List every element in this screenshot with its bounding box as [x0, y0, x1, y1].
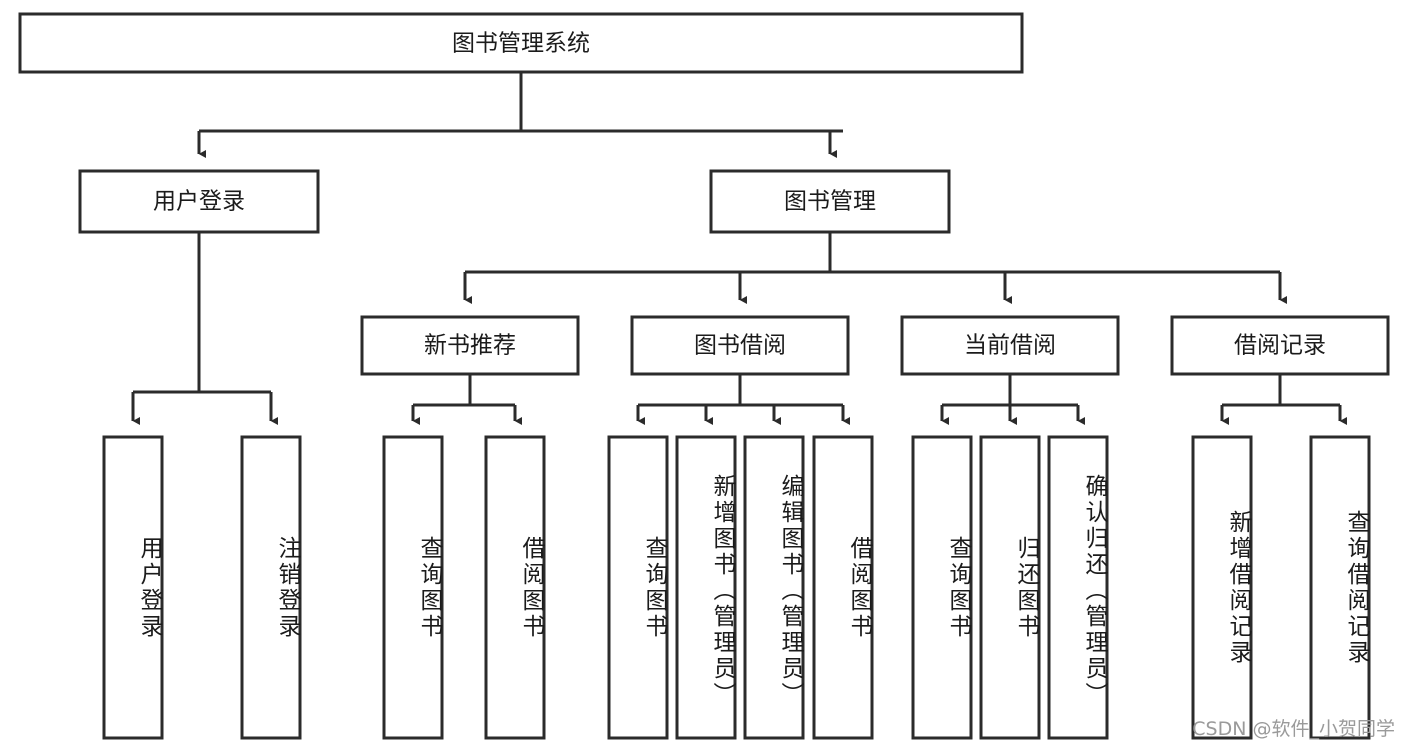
connector-root-to-level2	[197, 72, 843, 158]
node-newbook[interactable]: 新书推荐	[360, 315, 580, 376]
leaf-node-box-13[interactable]	[1309, 435, 1371, 740]
node-borrow[interactable]: 图书借阅	[630, 315, 850, 376]
node-records-label: 借阅记录	[1234, 333, 1326, 359]
node-newbook-box[interactable]	[360, 315, 580, 376]
leaf-node-box-9[interactable]	[911, 435, 973, 740]
leaf-node-box-8[interactable]	[812, 435, 874, 740]
leaf-node-box-1[interactable]	[102, 435, 164, 740]
node-records[interactable]: 借阅记录	[1170, 315, 1390, 376]
connector-bookmgmt-to-level3	[463, 232, 1287, 304]
node-root-label: 图书管理系统	[452, 31, 590, 57]
node-root-box[interactable]	[18, 12, 1024, 74]
node-login-label: 用户登录	[153, 189, 245, 215]
leaf-node-box-11[interactable]	[1047, 435, 1109, 740]
node-borrow-label: 图书借阅	[694, 333, 786, 359]
leaf-node-box-2[interactable]	[240, 435, 302, 740]
leaf-nodes-row	[102, 435, 1371, 740]
node-bookmgmt[interactable]: 图书管理	[709, 169, 951, 234]
node-login[interactable]: 用户登录	[78, 169, 320, 234]
leaf-node-box-6[interactable]	[675, 435, 737, 740]
connector-current-to-leaves	[940, 374, 1085, 425]
leaf-node-box-10[interactable]	[979, 435, 1041, 740]
node-bookmgmt-label: 图书管理	[784, 189, 876, 215]
node-current-box[interactable]	[900, 315, 1120, 376]
leaf-node-box-12[interactable]	[1191, 435, 1253, 740]
node-login-box[interactable]	[78, 169, 320, 234]
leaf-node-box-3[interactable]	[382, 435, 444, 740]
leaf-node-box-7[interactable]	[743, 435, 805, 740]
node-current-label: 当前借阅	[964, 333, 1056, 359]
connector-newbook-to-leaves	[411, 374, 522, 425]
connector-login-to-leaves	[131, 232, 278, 425]
node-newbook-label: 新书推荐	[424, 333, 516, 359]
connector-records-to-leaves	[1220, 374, 1347, 425]
connector-borrow-to-leaves	[636, 374, 850, 425]
leaf-node-box-4[interactable]	[484, 435, 546, 740]
node-root[interactable]: 图书管理系统	[18, 12, 1024, 74]
node-current[interactable]: 当前借阅	[900, 315, 1120, 376]
leaf-node-box-5[interactable]	[607, 435, 669, 740]
